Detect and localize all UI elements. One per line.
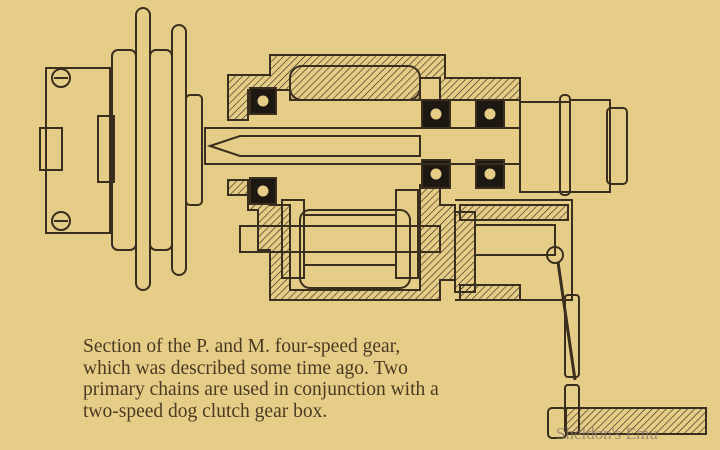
- caption-line: which was described some time ago. Two: [83, 357, 408, 379]
- end-plate: [39, 67, 115, 234]
- caption-line: primary chains are used in conjunction w…: [83, 379, 439, 400]
- operating-lever: [547, 261, 707, 439]
- layshaft: [239, 189, 441, 279]
- ball-bearings: [249, 87, 505, 205]
- caption-line: two-speed dog clutch gear box.: [83, 400, 328, 422]
- main-shaft: [204, 94, 628, 196]
- caption-line: Section of the P. and M. four-speed gear…: [83, 336, 401, 357]
- chain-sprockets: [111, 7, 203, 291]
- figure-caption: Section of the P. and M. four-speed gear…: [83, 336, 513, 422]
- gearbox-housing: [227, 54, 573, 301]
- watermark: Sheldon's Emu: [556, 424, 658, 443]
- dog-clutch-selector: [454, 211, 564, 293]
